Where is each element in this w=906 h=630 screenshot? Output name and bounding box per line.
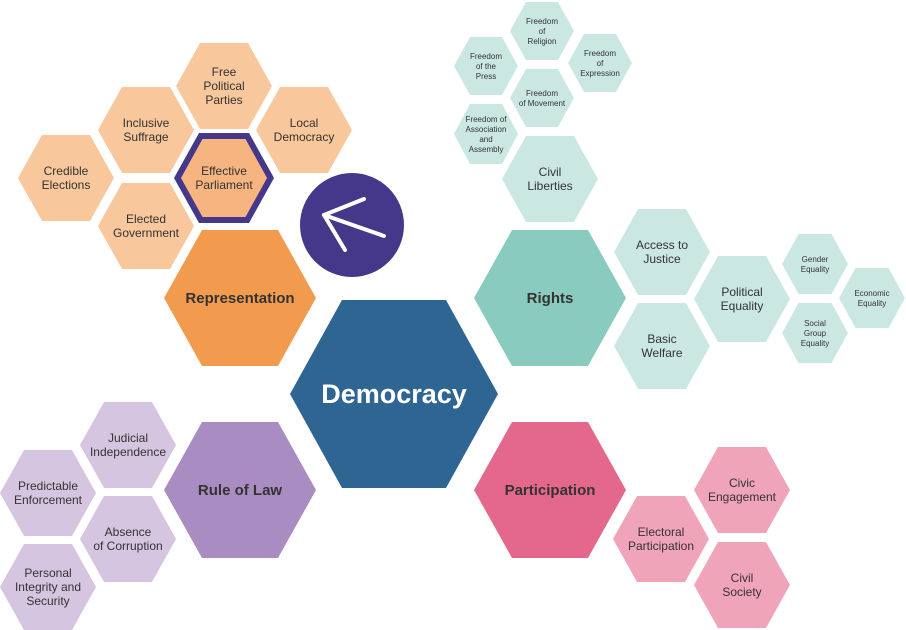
- hex-representation-label: Representation: [185, 290, 294, 307]
- hex-personal-integrity-shape: [0, 544, 96, 630]
- hex-gender-equality-shape: [782, 234, 848, 294]
- hex-elected-government-shape: [98, 183, 194, 269]
- hex-access-to-justice-shape: [614, 209, 710, 295]
- hex-economic-equality-shape: [839, 268, 905, 328]
- hex-political-equality-shape: [694, 256, 790, 342]
- hex-representation-shape: [164, 230, 316, 366]
- hex-representation[interactable]: Representation: [164, 230, 316, 366]
- hex-democracy-center[interactable]: Democracy: [290, 300, 498, 488]
- hex-credible-elections-shape: [18, 135, 114, 221]
- hex-freedom-of-religion-shape: [510, 2, 574, 60]
- hex-civil-liberties-shape: [502, 136, 598, 222]
- hex-participation-label: Participation: [505, 482, 596, 499]
- back-button[interactable]: [300, 173, 404, 277]
- hex-absence-of-corruption-shape: [80, 496, 176, 582]
- hex-local-democracy-shape: [256, 87, 352, 173]
- hex-predictable-enforcement-shape: [0, 450, 96, 536]
- hex-freedom-of-association-shape: [454, 104, 518, 164]
- hex-participation[interactable]: Participation: [474, 422, 626, 558]
- hex-democracy-center-label: Democracy: [321, 379, 467, 409]
- hex-social-group-equality-shape: [782, 303, 848, 363]
- hex-civil-society-shape: [694, 542, 790, 628]
- hex-electoral-participation-shape: [613, 496, 709, 582]
- hex-rights-shape: [474, 230, 626, 366]
- hex-freedom-of-movement-shape: [510, 69, 574, 127]
- hex-judicial-independence-shape: [80, 402, 176, 488]
- hex-rule-of-law[interactable]: Rule of Law: [164, 422, 316, 558]
- hex-rights[interactable]: Rights: [474, 230, 626, 366]
- hex-democracy-center-shape: [290, 300, 498, 488]
- arrow-left-icon: [322, 197, 386, 252]
- hex-basic-welfare-shape: [614, 303, 710, 389]
- hex-rule-of-law-label: Rule of Law: [198, 482, 283, 499]
- hex-free-political-parties-shape: [176, 43, 272, 129]
- hex-rule-of-law-shape: [164, 422, 316, 558]
- hex-rights-label: Rights: [527, 290, 574, 307]
- hex-effective-parliament-shape: [181, 139, 267, 217]
- hex-civic-engagement-shape: [694, 447, 790, 533]
- hex-freedom-of-expression-shape: [568, 34, 632, 92]
- hex-freedom-of-the-press-shape: [454, 37, 518, 95]
- hex-participation-shape: [474, 422, 626, 558]
- hex-inclusive-suffrage-shape: [98, 87, 194, 173]
